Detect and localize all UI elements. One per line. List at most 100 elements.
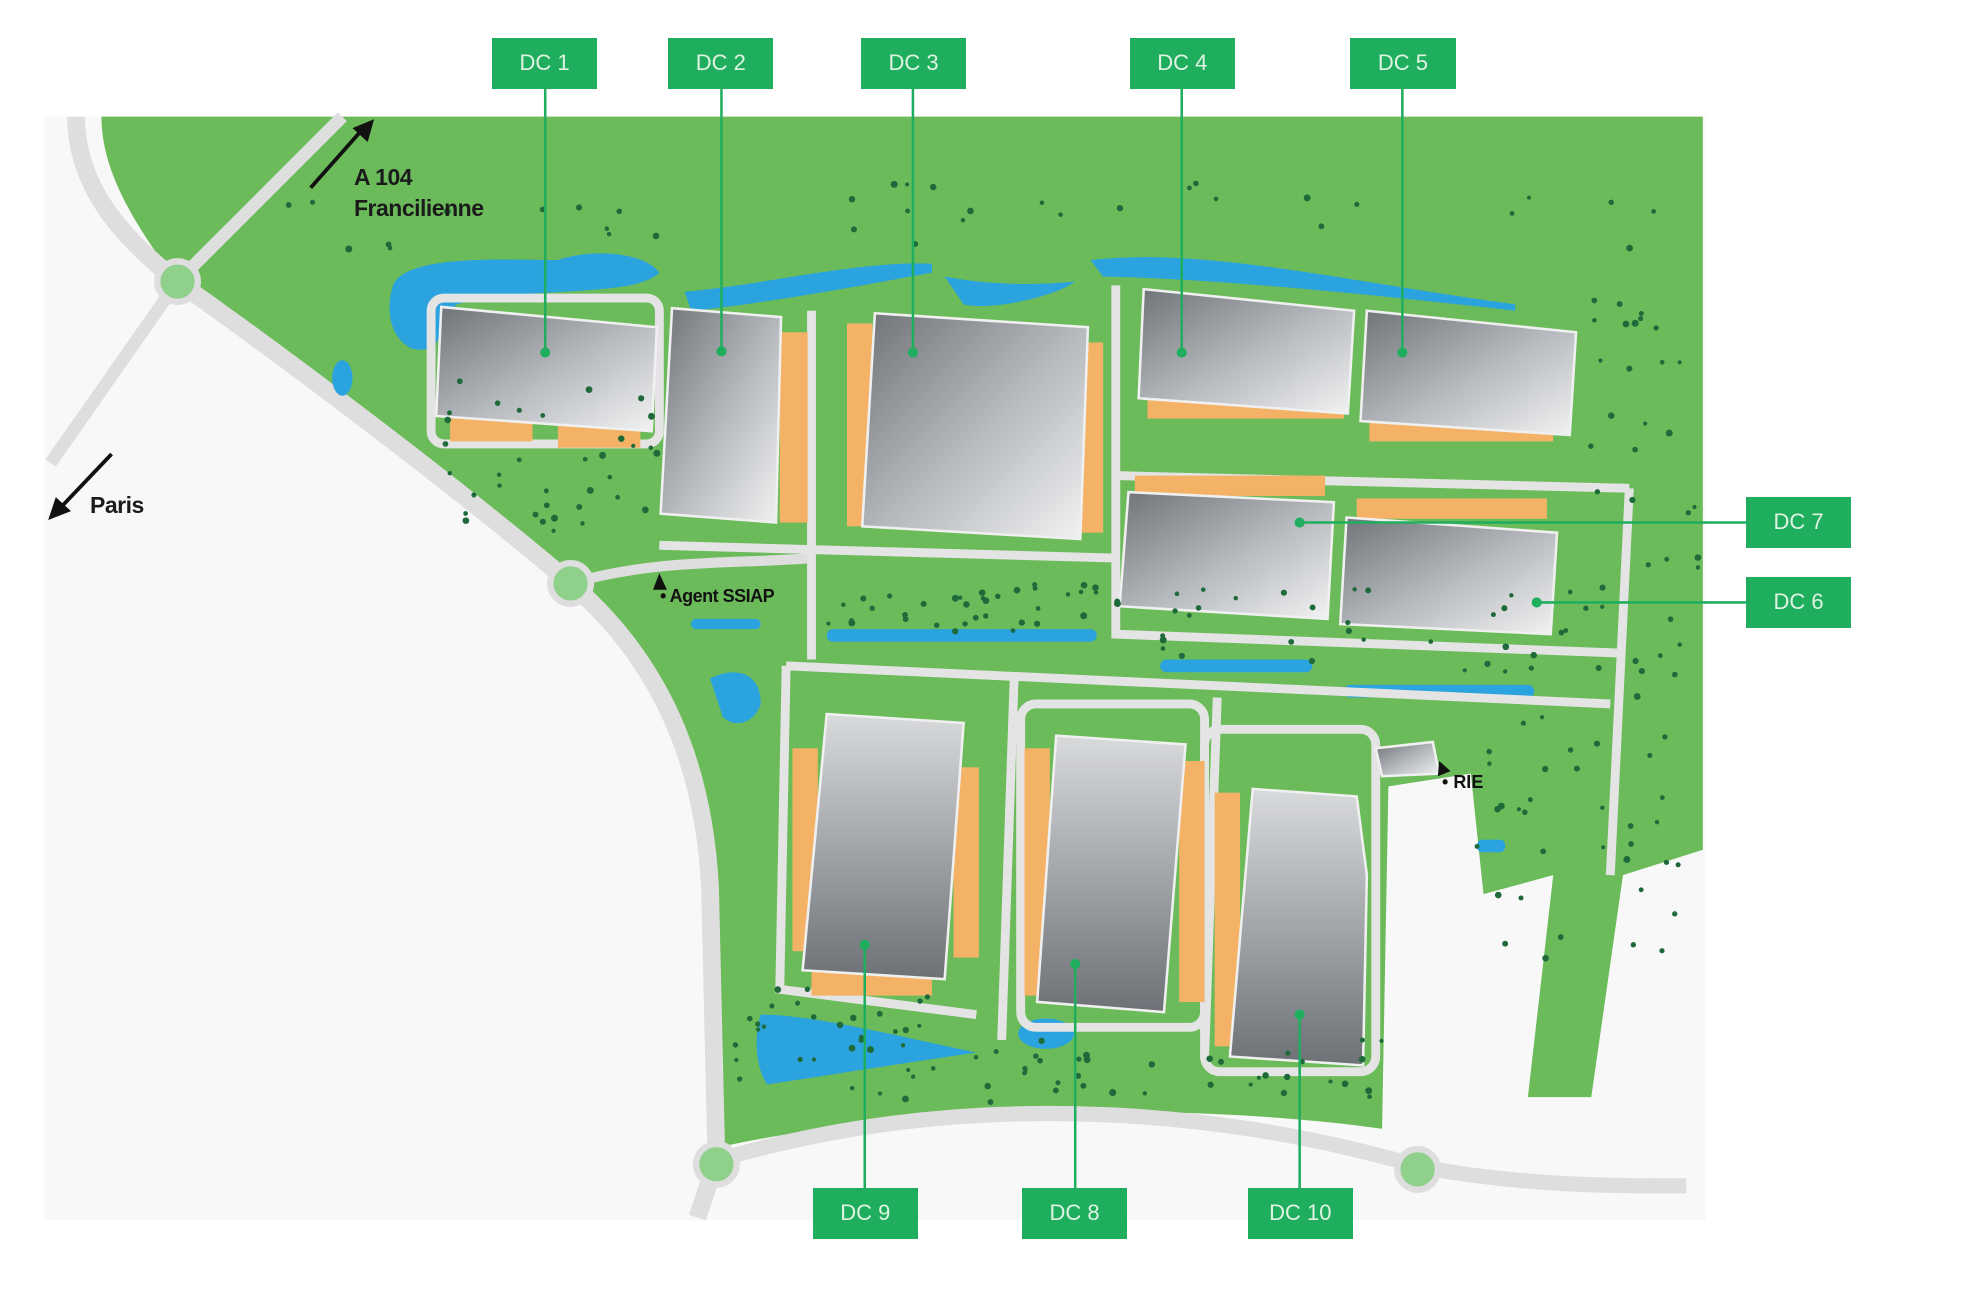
label-dc4[interactable]: DC 4 xyxy=(1129,38,1235,89)
label-dc6[interactable]: DC 6 xyxy=(1745,576,1852,628)
tree-dot xyxy=(1631,319,1639,327)
tree-dot xyxy=(1526,195,1532,200)
tree-dot xyxy=(1288,638,1295,645)
tree-dot xyxy=(917,1023,922,1028)
tree-dot xyxy=(1657,653,1663,659)
tree-dot xyxy=(1080,612,1088,620)
tree-dot xyxy=(648,412,655,420)
tree-dot xyxy=(1501,605,1508,612)
building-dc1 xyxy=(434,305,659,433)
tree-dot xyxy=(934,622,940,628)
tree-dot xyxy=(1518,895,1524,901)
building-dc9 xyxy=(801,712,966,981)
tree-dot xyxy=(1200,587,1206,592)
tree-dot xyxy=(1672,911,1678,917)
tree-dot xyxy=(848,1044,856,1052)
label-dc1[interactable]: DC 1 xyxy=(491,38,598,89)
tree-dot xyxy=(892,1029,898,1035)
tree-dot xyxy=(804,986,811,992)
tree-dot xyxy=(1080,1082,1087,1089)
tree-dot xyxy=(1075,1072,1082,1079)
tree-dot xyxy=(848,619,856,627)
trees xyxy=(285,180,1702,1106)
tree-dot xyxy=(929,183,937,191)
tree-dot xyxy=(1187,185,1192,191)
tree-dot xyxy=(1303,194,1311,202)
tree-dot xyxy=(1285,1050,1291,1056)
tree-dot xyxy=(1520,720,1526,726)
tree-dot xyxy=(920,600,927,607)
tree-dot xyxy=(1034,620,1041,627)
building-dc5 xyxy=(1359,309,1578,437)
label-dc7[interactable]: DC 7 xyxy=(1745,497,1852,548)
tree-dot xyxy=(1308,657,1316,665)
tree-dot xyxy=(958,595,963,600)
direction-a104-line1: A 104 xyxy=(354,164,413,190)
tree-dot xyxy=(1474,843,1480,849)
tree-dot xyxy=(869,605,875,611)
tree-dot xyxy=(616,208,623,215)
tree-dot xyxy=(1486,748,1492,755)
tree-dot xyxy=(1345,619,1351,626)
tree-dot xyxy=(1092,584,1099,591)
tree-dot xyxy=(1542,954,1549,962)
tree-dot xyxy=(1018,619,1025,626)
tree-dot xyxy=(1213,196,1219,202)
tree-dot xyxy=(1497,802,1505,810)
tree-dot xyxy=(1428,639,1434,644)
label-dc2[interactable]: DC 2 xyxy=(668,38,774,89)
tree-dot xyxy=(1039,200,1045,205)
tree-dot xyxy=(1033,1053,1039,1059)
label-dc8[interactable]: DC 8 xyxy=(1021,1188,1128,1239)
tree-dot xyxy=(447,410,452,416)
tree-dot xyxy=(1563,628,1569,633)
tree-dot xyxy=(586,487,594,494)
tree-dot xyxy=(902,611,908,618)
arrow-paris-icon xyxy=(48,497,72,520)
building-dc10 xyxy=(1228,787,1369,1067)
tree-dot xyxy=(1233,595,1238,601)
building-rie xyxy=(1374,740,1441,778)
tree-dot xyxy=(858,1036,865,1043)
tree-dot xyxy=(1558,629,1565,636)
tree-dot xyxy=(1659,359,1665,365)
tree-dot xyxy=(285,202,292,208)
tree-dot xyxy=(606,231,612,237)
tree-dot xyxy=(850,1014,857,1022)
tree-dot xyxy=(615,494,621,500)
tree-dot xyxy=(1148,1061,1156,1068)
tree-dot xyxy=(1638,315,1644,322)
tree-dot xyxy=(960,218,966,223)
tree-dot xyxy=(1626,365,1633,372)
tree-dot xyxy=(984,1082,991,1090)
tree-dot xyxy=(631,443,636,449)
poi-agent-ssiap: • Agent SSIAP xyxy=(660,586,775,606)
label-dc9[interactable]: DC 9 xyxy=(812,1188,918,1239)
tree-dot xyxy=(841,602,846,607)
tree-dot xyxy=(1645,562,1651,568)
tree-dot xyxy=(309,199,316,205)
tree-dot xyxy=(539,518,546,525)
tree-dot xyxy=(653,449,661,457)
arrow-rie-icon xyxy=(1437,760,1451,777)
tree-dot xyxy=(1643,421,1648,426)
tree-dot xyxy=(540,413,546,418)
tree-dot xyxy=(1583,605,1589,611)
tree-dot xyxy=(967,207,974,215)
tree-dot xyxy=(1599,584,1606,591)
label-dc3[interactable]: DC 3 xyxy=(860,38,967,89)
tree-dot xyxy=(1462,668,1467,673)
tree-dot xyxy=(1659,795,1665,801)
poi-rie: • RIE xyxy=(1442,772,1484,792)
tree-dot xyxy=(462,517,470,525)
road-south xyxy=(714,1105,1687,1194)
label-dc10[interactable]: DC 10 xyxy=(1247,1188,1353,1239)
label-dc5[interactable]: DC 5 xyxy=(1350,38,1456,89)
tree-dot xyxy=(951,594,959,602)
tree-dot xyxy=(1677,360,1682,365)
tree-dot xyxy=(1662,734,1668,740)
tree-dot xyxy=(747,1015,753,1022)
tree-dot xyxy=(1663,859,1670,865)
tree-dot xyxy=(1354,201,1360,207)
tree-dot xyxy=(732,1042,739,1048)
